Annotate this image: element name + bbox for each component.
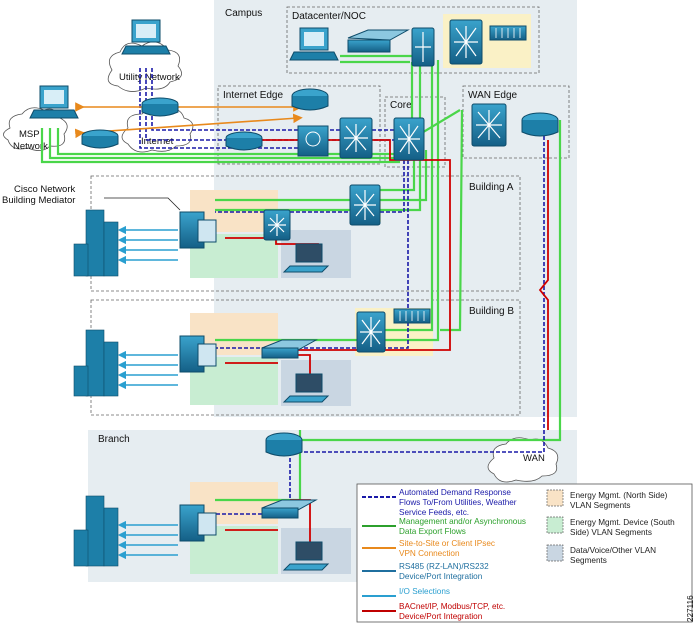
datacenter-core-switch-icon (411, 27, 435, 67)
legend-vlans: Energy Mgmt. (North Side)VLAN SegmentsEn… (546, 489, 675, 565)
building-a-towers-icon (73, 209, 119, 277)
msp-label-line2: Network (13, 141, 48, 152)
legend-vlan-swatch-1 (546, 516, 564, 534)
datacenter-switch-icon (347, 29, 410, 53)
internet-label: Internet (141, 136, 174, 147)
building-b-towers-icon (73, 329, 119, 397)
legend-flow-label-1-0: Management and/or Asynchronous (399, 517, 526, 526)
legend-vlan-label-0-1: VLAN Segments (570, 501, 631, 510)
building-b-blade-icon (393, 308, 431, 324)
legend-flow-label-0-0: Automated Demand Response (399, 488, 511, 497)
utility-network-label: Utility Network (119, 72, 180, 83)
internet-edge-switch-icon (339, 117, 373, 159)
legend-flow-label-0-2: Service Feeds, etc. (399, 508, 469, 517)
mediator-building-b-icon (179, 335, 217, 373)
core-switch-icon (393, 117, 425, 161)
legend-vlan-label-2-1: Segments (570, 556, 607, 565)
branch-switch-icon (261, 499, 318, 519)
datacenter-label: Datacenter/NOC (292, 11, 366, 22)
legend-flow-label-0-1: Flows To/From Utilities, Weather (399, 498, 517, 507)
io-flows (117, 225, 178, 560)
legend-flow-label-4-0: I/O Selections (399, 587, 450, 596)
legend-vlan-label-0-0: Energy Mgmt. (North Side) (570, 491, 668, 500)
legend-flow-label-2-1: VPN Connection (399, 549, 460, 558)
legend-flow-label-1-1: Data Export Flows (399, 527, 466, 536)
figure-id: 227116 (686, 595, 695, 622)
msp-workstation-icon (29, 85, 79, 119)
wan-label: WAN (523, 453, 545, 464)
datacenter-zone (286, 6, 540, 74)
legend-vlan-swatch-2 (546, 544, 564, 562)
branch-towers-icon (73, 495, 119, 567)
internet-edge-label: Internet Edge (223, 90, 283, 101)
wan-edge-label: WAN Edge (468, 90, 518, 101)
building-b-label: Building B (469, 306, 514, 317)
building-b-distribution-icon (356, 311, 386, 353)
utility-workstation-icon (121, 19, 171, 55)
wan-edge-router-icon (521, 112, 559, 137)
building-a-distribution-icon (349, 184, 381, 226)
legend-vlan-label-1-1: Side) VLAN Segments (570, 528, 652, 537)
branch-laptop-icon (282, 541, 330, 571)
legend-flow-label-3-1: Device/Port Integration (399, 572, 483, 581)
legend-flow-label-3-0: RS485 (RZ-LAN)/RS232 (399, 562, 489, 571)
building-b-laptop-icon (282, 373, 330, 403)
utility-router-icon (141, 97, 179, 117)
mediator-building-a-icon (179, 211, 217, 249)
legend-flow-label-5-0: BACnet/IP, Modbus/TCP, etc. (399, 602, 505, 611)
mediator-label-line2: Building Mediator (2, 195, 75, 206)
branch-label: Branch (98, 434, 130, 445)
legend-flow-label-2-0: Site-to-Site or Client IPsec (399, 539, 495, 548)
building-a-laptop-icon (282, 243, 330, 273)
building-a-switch-icon (263, 209, 291, 241)
legend-vlan-label-1-0: Energy Mgmt. Device (South (570, 518, 675, 527)
core-label: Core (390, 100, 412, 111)
building-b-switch-icon (261, 339, 318, 359)
internet-edge-router-icon (291, 88, 329, 111)
vpn-flows (74, 102, 303, 139)
datacenter-blade-icon (489, 25, 527, 41)
msp-label-line1: MSP (19, 129, 40, 140)
legend-box (356, 483, 693, 623)
management-flows (40, 54, 562, 502)
campus-label: Campus (225, 8, 262, 19)
wan-edge-zone (462, 85, 570, 159)
branch-router-icon (265, 432, 303, 457)
mediator-callout (104, 197, 181, 211)
noc-workstation-icon (289, 27, 339, 61)
internet-edge-router2-icon (225, 131, 263, 151)
datacenter-server-switch-icon (449, 19, 483, 65)
msp-router-icon (81, 129, 119, 149)
mediator-branch-icon (179, 504, 217, 542)
firewall-icon (297, 125, 329, 157)
mediator-label-line1: Cisco Network (14, 184, 75, 195)
legend-vlan-swatch-0 (546, 489, 564, 507)
legend-vlan-label-2-0: Data/Voice/Other VLAN (570, 546, 656, 555)
building-a-label: Building A (469, 182, 514, 193)
legend-flow-label-5-1: Device/Port Integration (399, 612, 483, 621)
wan-edge-switch-icon (471, 103, 507, 147)
